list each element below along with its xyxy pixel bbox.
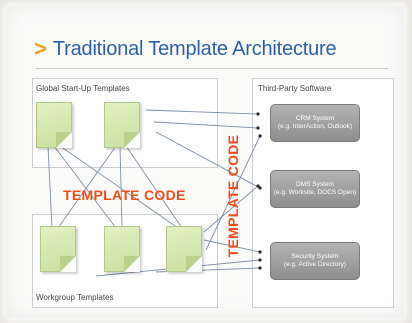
workgroup-template-document-2: [104, 226, 140, 272]
global-template-document-1: [36, 102, 72, 148]
connector-line: [119, 145, 123, 229]
title-divider: [36, 68, 388, 69]
dms-system-name: DMS System: [296, 181, 334, 188]
connector-line: [53, 145, 117, 229]
connector-line: [47, 145, 53, 229]
dms-system-detail: (e.g. Worksite, DOCS Open): [273, 189, 357, 196]
connector-line: [125, 145, 183, 229]
workgroup-template-document-3: [166, 226, 202, 272]
connector-line: [205, 135, 261, 251]
third-party-label: Third-Party Software: [258, 84, 332, 93]
workgroup-templates-label: Workgroup Templates: [36, 293, 114, 302]
title-text: Traditional Template Architecture: [52, 37, 337, 60]
slide-title: > Traditional Template Architecture: [34, 36, 337, 62]
global-templates-label: Global Start-Up Templates: [36, 84, 130, 93]
security-system-box: Security System (e.g. Active Directory): [270, 242, 360, 280]
connector-line: [155, 131, 261, 189]
connector-line: [59, 145, 179, 229]
template-code-horizontal-label: TEMPLATE CODE: [63, 187, 186, 203]
connector-line: [145, 109, 259, 115]
connector-line: [203, 185, 259, 233]
security-system-detail: (e.g. Active Directory): [283, 261, 347, 268]
connector-line: [153, 121, 259, 129]
template-code-vertical-label: TEMPLATE CODE: [225, 134, 241, 258]
connector-lines: [46, 109, 262, 277]
security-system-name: Security System: [291, 253, 339, 260]
crm-system-name: CRM System: [295, 115, 335, 122]
connector-line: [203, 239, 261, 253]
crm-system-box: CRM System (e.g. InterAction, Outlook): [270, 104, 360, 142]
workgroup-template-document-1: [40, 226, 76, 272]
slide: > Traditional Template Architecture Glob…: [6, 6, 404, 318]
connector-line: [57, 145, 117, 229]
crm-system-detail: (e.g. InterAction, Outlook): [277, 123, 353, 130]
dms-system-box: DMS System (e.g. Worksite, DOCS Open): [270, 170, 360, 208]
chevron-icon: >: [34, 36, 47, 61]
global-template-document-2: [104, 102, 140, 148]
